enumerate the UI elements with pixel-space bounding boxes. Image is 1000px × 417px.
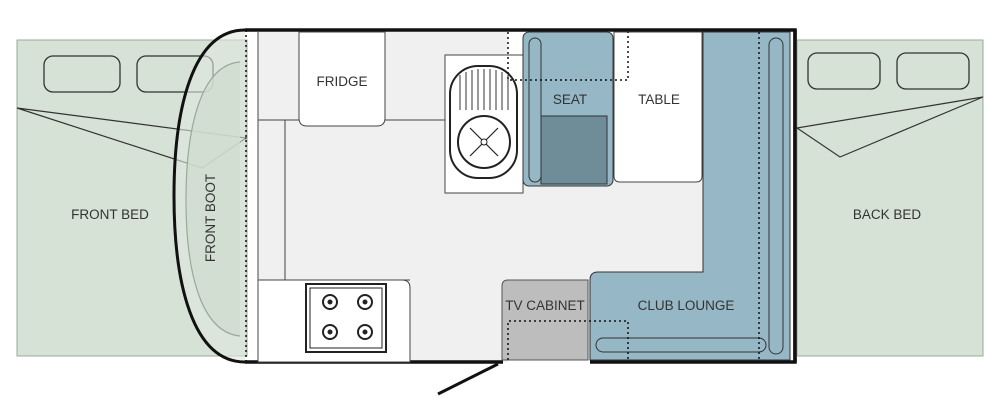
front-bed-label: FRONT BED (71, 207, 149, 222)
fridge: FRIDGE (298, 31, 386, 127)
seat-storage (540, 115, 608, 185)
pillow-icon (43, 55, 121, 93)
front-boot-label: FRONT BOOT (203, 174, 218, 262)
pillow-icon (896, 52, 970, 90)
fridge-label: FRIDGE (316, 74, 367, 89)
seat: SEAT (522, 31, 614, 187)
back-bed-label: BACK BED (853, 207, 922, 222)
seat-backrest (528, 37, 542, 183)
pillow-icon (807, 52, 881, 90)
dining-table: TABLE (613, 31, 703, 183)
turned-down-sheet-icon (795, 96, 984, 158)
club-lounge: CLUB LOUNGE (589, 31, 791, 361)
seat-label: SEAT (553, 92, 587, 107)
entry-door (437, 362, 499, 396)
tv-cabinet: TV CABINET (501, 279, 589, 361)
kitchen-bench (257, 279, 411, 363)
cooktop-icon (305, 283, 387, 353)
dotted-overlays (507, 32, 760, 360)
lounge-backrest (595, 337, 767, 353)
club-lounge-label: CLUB LOUNGE (638, 298, 735, 313)
sink (444, 54, 524, 194)
tv-cabinet-label: TV CABINET (505, 298, 585, 313)
table-label: TABLE (638, 92, 680, 107)
front-boot: FRONT BOOT (172, 28, 246, 364)
lounge-backrest (768, 37, 784, 355)
back-bed: BACK BED (795, 39, 984, 357)
